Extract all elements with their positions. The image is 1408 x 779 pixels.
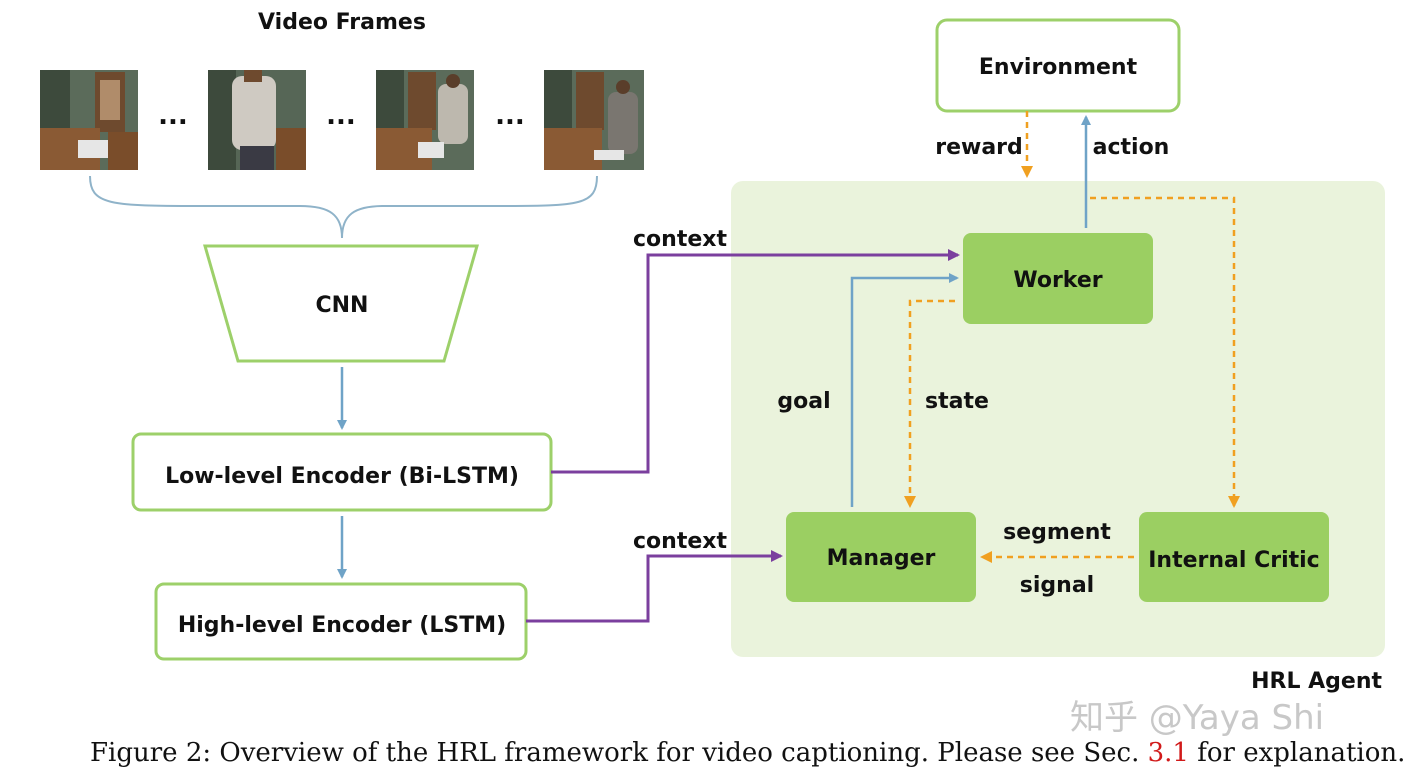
goal-arrow [850, 273, 959, 507]
manager-label: Manager [827, 546, 936, 571]
video-frames-title: Video Frames [258, 10, 426, 35]
worker-label: Worker [1013, 268, 1102, 293]
frame-ellipsis-3: ... [495, 101, 525, 131]
figure-caption: Figure 2: Overview of the HRL framework … [90, 738, 1405, 768]
action-label: action [1093, 135, 1170, 160]
context-to-worker-arrow [551, 249, 960, 474]
goal-label: goal [777, 389, 830, 414]
action-to-critic-arrow [1090, 196, 1240, 508]
caption-suffix: for explanation. [1197, 738, 1406, 768]
worker-box [963, 233, 1153, 324]
section-ref-link[interactable]: 3.1 [1147, 738, 1189, 768]
video-frame-1 [40, 70, 138, 170]
internal-critic-box [1139, 512, 1329, 602]
watermark: 知乎 @Yaya Shi [1070, 698, 1325, 738]
cnn-block [203, 244, 479, 363]
frames-brace [89, 175, 598, 239]
context-top-label: context [633, 227, 727, 252]
frame-ellipsis-1: ... [158, 101, 188, 131]
context-bottom-label: context [633, 529, 727, 554]
frame-ellipsis-2: ... [326, 101, 356, 131]
environment-box [935, 18, 1181, 113]
video-frame-2 [208, 70, 306, 170]
hrl-agent-label: HRL Agent [1251, 669, 1382, 694]
video-frame-4 [544, 70, 644, 170]
internal-critic-label: Internal Critic [1148, 548, 1319, 573]
state-label: state [925, 389, 989, 414]
low-level-encoder-label: Low-level Encoder (Bi-LSTM) [165, 464, 519, 489]
reward-label: reward [935, 135, 1023, 160]
environment-label: Environment [979, 55, 1138, 80]
cnn-label: CNN [316, 293, 369, 318]
signal-label: signal [1020, 573, 1094, 598]
caption-prefix: Figure 2: Overview of the HRL framework … [90, 738, 1140, 768]
video-frame-3 [376, 70, 474, 170]
manager-box [786, 512, 976, 602]
state-arrow [904, 299, 955, 508]
context-to-manager-arrow [526, 550, 783, 623]
segment-label: segment [1003, 520, 1111, 545]
high-level-encoder-label: High-level Encoder (LSTM) [178, 613, 506, 638]
